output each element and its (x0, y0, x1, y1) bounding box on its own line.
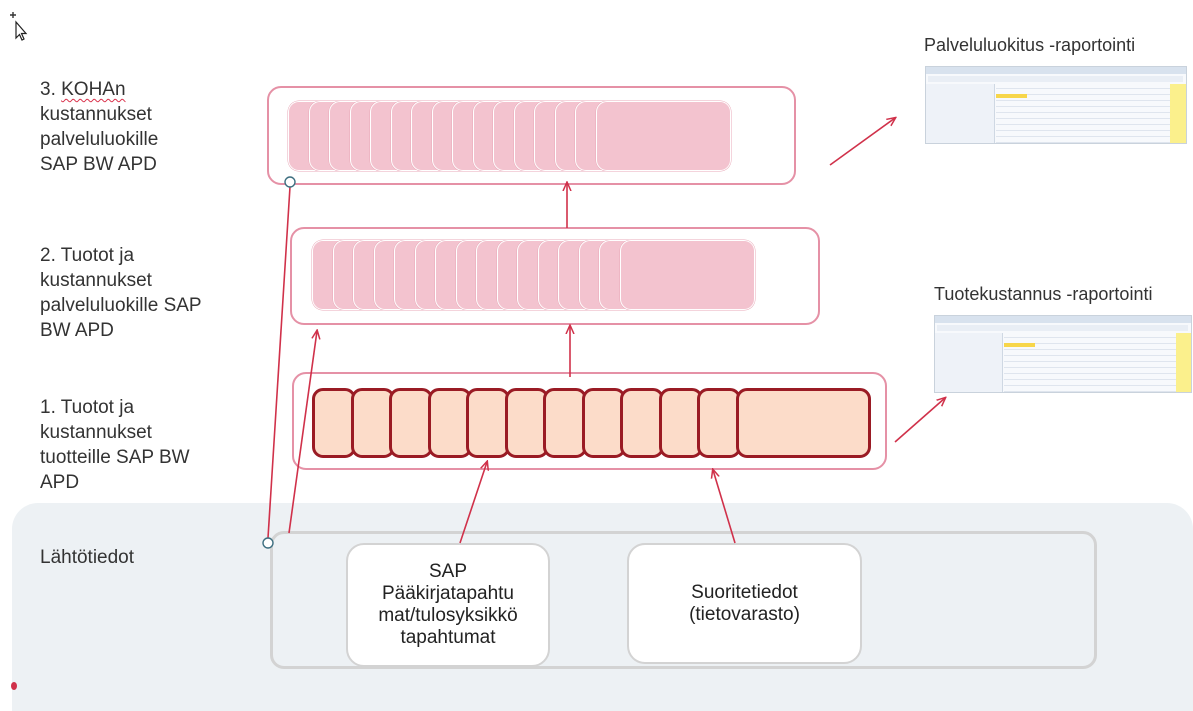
arrow-gl-to-layer1 (459, 462, 487, 544)
arrow-base-to-layer3 (267, 186, 291, 539)
arrow-layer3-to-report (829, 118, 895, 166)
source-data-container (270, 531, 1097, 669)
layer1-label: 1. Tuotot ja kustannukset tuotteille SAP… (40, 397, 190, 493)
service-class-report-thumbnail (925, 66, 1187, 144)
arrow-performance-to-layer1 (713, 470, 736, 544)
product-cost-report-title: Tuotekustannus -raportointi (934, 284, 1153, 304)
connector-dot-bottom (262, 537, 274, 549)
performance-data-box: Suoritetiedot (tietovarasto) (627, 543, 862, 664)
product-cost-report-thumbnail (934, 315, 1192, 393)
source-data-band (12, 503, 1193, 711)
base-label: Lähtötiedot (40, 547, 135, 568)
layer2-label: 2. Tuotot ja kustannukset palveluluokill… (40, 245, 202, 341)
layer3-label-prefix: 3. (40, 79, 62, 100)
arrow-base-to-layer2 (288, 331, 317, 534)
layer2-card (619, 240, 755, 310)
sap-general-ledger-box: SAP Pääkirjatapahtu mat/tulosyksikkö tap… (346, 543, 550, 667)
pin-marker-icon (11, 682, 17, 690)
layer3-label-rest: kustannukset palveluluokille SAP BW APD (40, 104, 159, 175)
layer1-card-stack (312, 388, 873, 458)
arrow-layer1-to-report (894, 398, 945, 443)
layer3-card (595, 101, 731, 171)
layer1-card (735, 388, 871, 458)
layer3-label-kohan: KOHAn (61, 79, 126, 100)
connector-dot-top (284, 176, 296, 188)
layer1-card (620, 388, 664, 458)
mouse-pointer-icon (8, 10, 28, 42)
layer3-label: 3. KOHAn kustannukset palveluluokille SA… (40, 77, 240, 177)
service-class-report-title: Palveluluokitus -raportointi (924, 35, 1136, 55)
layer2-card-stack (312, 240, 764, 310)
layer1-card (658, 388, 703, 458)
layer3-card-stack (288, 101, 740, 171)
